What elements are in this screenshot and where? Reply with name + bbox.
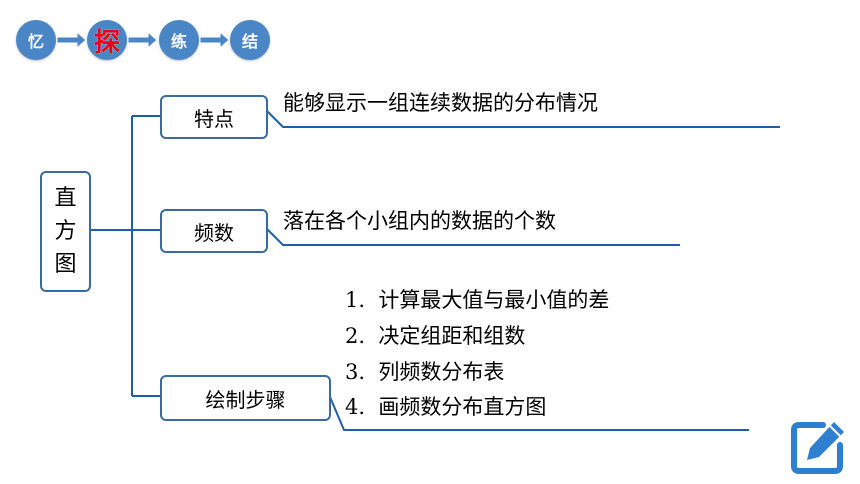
step-item: 4. 画频数分布直方图 xyxy=(345,395,547,419)
branch-node-drawing-steps: 绘制步骤 xyxy=(160,375,331,421)
step-item: 2. 决定组距和组数 xyxy=(345,324,526,348)
arrow-right-icon xyxy=(128,30,158,50)
arrow-right-icon xyxy=(200,30,230,50)
edit-icon[interactable] xyxy=(787,417,849,479)
nav-step-explore[interactable]: 探 xyxy=(87,20,127,60)
branch-node-features: 特点 xyxy=(160,95,268,139)
step-item: 1. 计算最大值与最小值的差 xyxy=(345,288,610,312)
features-description: 能够显示一组连续数据的分布情况 xyxy=(283,91,598,115)
root-node-histogram: 直 方 图 xyxy=(40,171,91,292)
nav-step-practice[interactable]: 练 xyxy=(159,20,199,60)
arrow-right-icon xyxy=(57,30,87,50)
nav-step-recall[interactable]: 忆 xyxy=(16,20,56,60)
nav-step-summary[interactable]: 结 xyxy=(230,20,270,60)
frequency-description: 落在各个小组内的数据的个数 xyxy=(283,209,556,233)
branch-node-frequency: 频数 xyxy=(160,209,268,253)
step-item: 3. 列频数分布表 xyxy=(345,360,505,384)
